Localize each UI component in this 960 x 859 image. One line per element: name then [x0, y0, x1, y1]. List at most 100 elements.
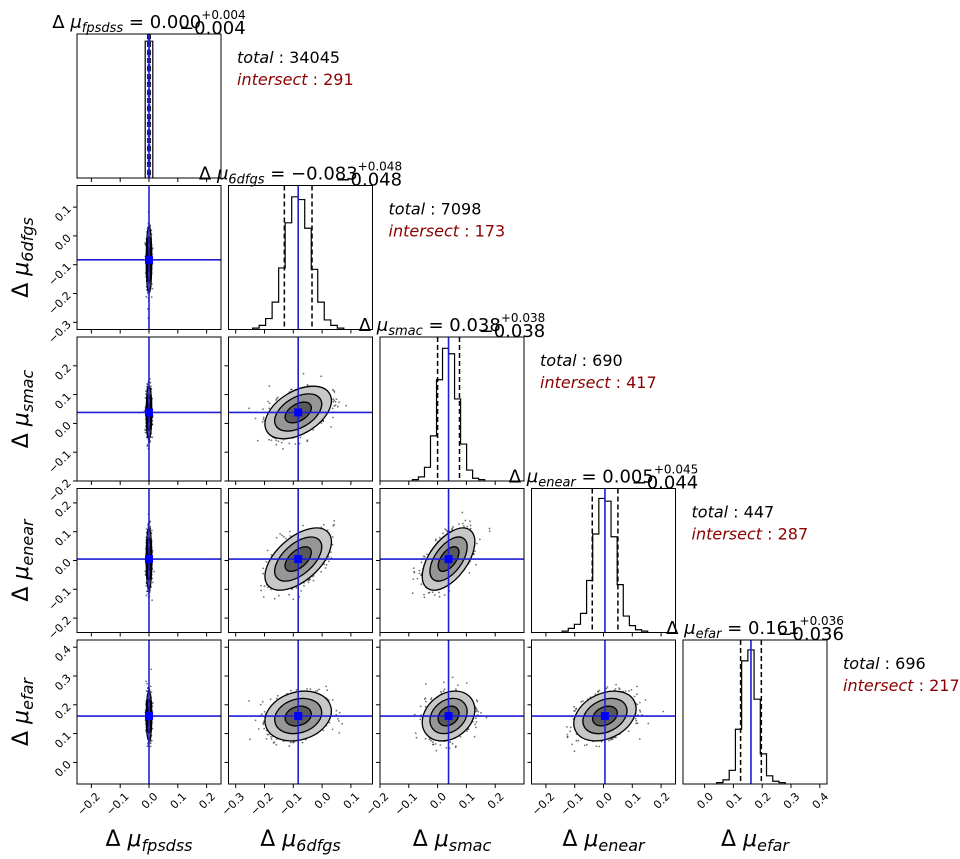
- scatter-point: [332, 398, 334, 401]
- scatter-point: [262, 416, 265, 419]
- scatter-point: [262, 418, 265, 420]
- scatter-point: [262, 567, 265, 570]
- scatter-point: [438, 595, 441, 598]
- panel-background: [228, 185, 373, 330]
- scatter-point: [290, 388, 293, 391]
- scatter-point: [276, 396, 279, 399]
- scatter-point: [338, 401, 340, 404]
- scatter-point: [320, 422, 323, 424]
- scatter-point: [263, 585, 266, 587]
- scatter-point: [418, 569, 421, 572]
- scatter-point: [267, 586, 269, 589]
- scatter-point: [451, 528, 453, 531]
- scatter-point: [268, 385, 271, 387]
- scatter-point: [150, 385, 152, 387]
- scatter-point: [151, 436, 154, 439]
- scatter-point: [262, 596, 265, 598]
- scatter-point: [152, 581, 154, 584]
- scatter-point: [268, 402, 271, 405]
- scatter-point: [468, 572, 471, 574]
- scatter-point: [145, 585, 148, 587]
- scatter-point: [328, 560, 330, 563]
- scatter-point: [320, 375, 323, 378]
- scatter-point: [281, 534, 283, 537]
- scatter-point: [151, 287, 154, 290]
- scatter-point: [266, 549, 269, 552]
- scatter-point: [327, 555, 330, 558]
- scatter-point: [488, 530, 491, 533]
- scatter-point: [146, 445, 149, 448]
- scatter-point: [270, 439, 273, 442]
- scatter-point: [337, 405, 339, 408]
- scatter-point: [275, 536, 278, 539]
- scatter-point: [302, 524, 304, 527]
- scatter-point: [312, 575, 315, 577]
- scatter-point: [324, 567, 327, 569]
- scatter-point: [288, 593, 290, 596]
- scatter-point: [268, 438, 270, 441]
- scatter-point: [413, 571, 416, 574]
- scatter-point: [438, 536, 441, 539]
- scatter-point: [334, 400, 337, 403]
- scatter-point: [333, 389, 335, 392]
- plot-background: [77, 34, 827, 784]
- scatter-point: [300, 590, 302, 592]
- scatter-point: [150, 296, 153, 298]
- scatter-point: [320, 570, 323, 573]
- scatter-point: [289, 535, 292, 537]
- scatter-point: [302, 372, 305, 375]
- scatter-point: [282, 447, 284, 450]
- scatter-point: [275, 443, 278, 446]
- scatter-point: [422, 555, 425, 558]
- scatter-point: [282, 535, 285, 538]
- scatter-point: [145, 594, 148, 597]
- scatter-point: [265, 560, 268, 563]
- scatter-point: [479, 538, 481, 541]
- scatter-point: [469, 520, 471, 523]
- scatter-point: [295, 586, 298, 589]
- scatter-point: [262, 408, 264, 411]
- scatter-point: [466, 525, 469, 528]
- scatter-point: [330, 551, 332, 553]
- scatter-point: [260, 584, 262, 587]
- scatter-point: [277, 594, 280, 597]
- scatter-point: [474, 550, 476, 553]
- scatter-point: [260, 589, 263, 592]
- scatter-point: [267, 400, 269, 403]
- scatter-point: [277, 440, 280, 443]
- scatter-point: [150, 529, 153, 532]
- scatter-point: [444, 528, 447, 531]
- scatter-point: [334, 404, 337, 407]
- scatter-point: [331, 388, 334, 391]
- scatter-point: [333, 519, 336, 522]
- scatter-point: [312, 429, 314, 431]
- scatter-point: [275, 439, 278, 442]
- scatter-point: [323, 523, 325, 526]
- panel-background: [683, 640, 827, 784]
- scatter-point: [145, 295, 148, 298]
- scatter-point: [276, 397, 278, 400]
- scatter-point: [149, 526, 152, 528]
- scatter-point: [306, 440, 308, 443]
- scatter-point: [332, 416, 334, 419]
- scatter-point: [256, 439, 259, 442]
- scatter-point: [151, 599, 154, 602]
- scatter-point: [299, 436, 302, 439]
- scatter-point: [143, 409, 146, 412]
- scatter-point: [475, 563, 477, 566]
- scatter-point: [331, 536, 334, 538]
- panel-background: [380, 337, 524, 481]
- scatter-point: [323, 563, 326, 566]
- scatter-point: [423, 596, 426, 599]
- scatter-point: [298, 442, 301, 445]
- scatter-point: [292, 598, 295, 601]
- scatter-point: [289, 530, 291, 533]
- scatter-point: [416, 577, 419, 580]
- scatter-point: [280, 441, 283, 444]
- scatter-point: [145, 390, 147, 393]
- scatter-point: [275, 399, 277, 401]
- scatter-point: [261, 421, 264, 423]
- scatter-point: [331, 543, 334, 546]
- scatter-point: [345, 404, 347, 407]
